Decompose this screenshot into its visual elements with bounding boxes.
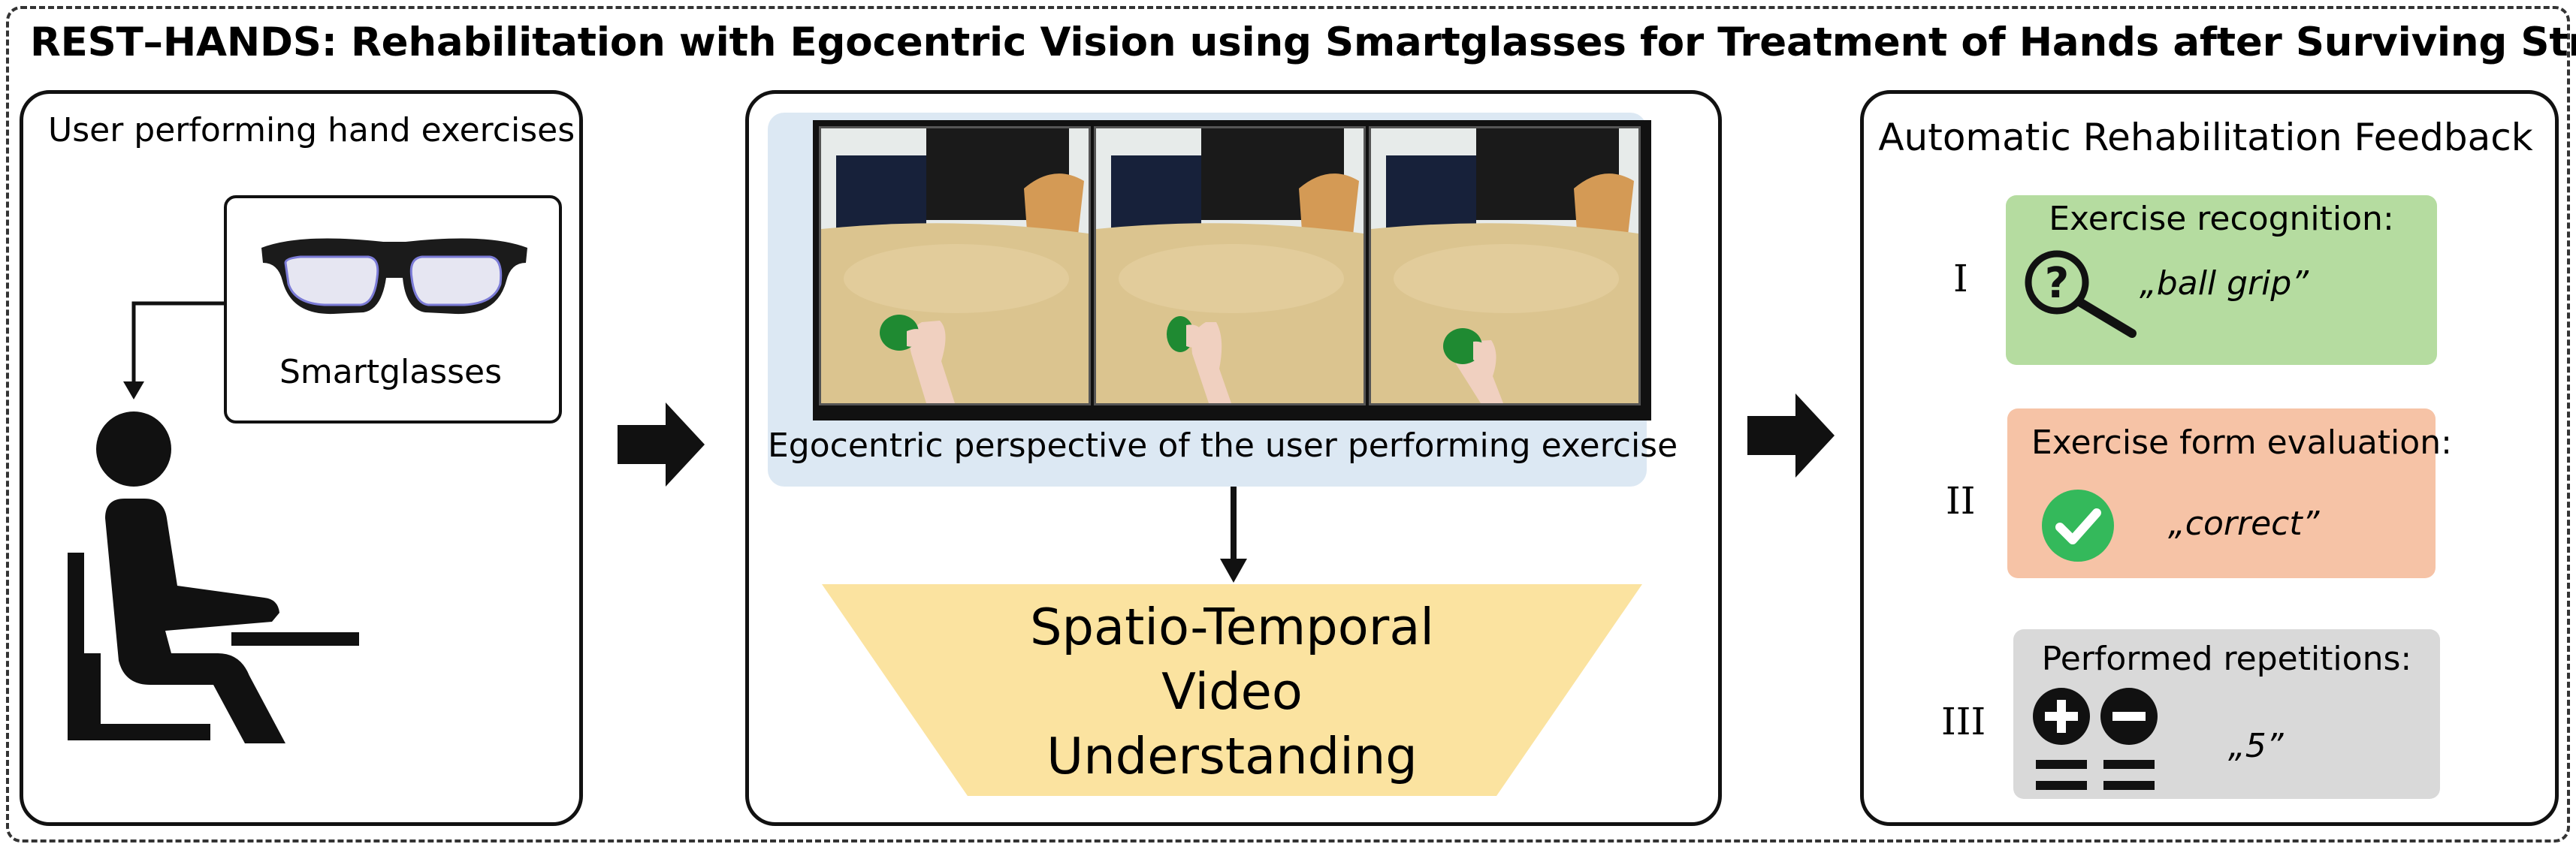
repetitions-title: Performed repetitions:: [2041, 640, 2412, 678]
smartglasses-label: Smartglasses: [279, 353, 503, 391]
video-frame-1: [819, 126, 1091, 405]
model-label-line-2: Video: [1161, 662, 1303, 721]
form-evaluation-title: Exercise form evaluation:: [2031, 424, 2452, 462]
recognition-title: Exercise recognition:: [2049, 200, 2394, 238]
recognition-value: „ball grip”: [2140, 264, 2309, 303]
model-label-line-3: Understanding: [1046, 727, 1418, 785]
svg-text:?: ?: [2045, 259, 2069, 308]
outer-frame: [6, 6, 2570, 842]
flow-arrow-2: [1747, 393, 1835, 478]
smartglasses-icon: [261, 238, 527, 315]
egocentric-caption: Egocentric perspective of the user perfo…: [768, 427, 1678, 465]
down-arrow: [1220, 487, 1247, 583]
repetitions-value: „5”: [2228, 727, 2284, 765]
video-frame-3: [1369, 126, 1641, 405]
numeral-3: III: [1941, 700, 1986, 743]
seated-user-icon: [68, 411, 359, 743]
user-panel-heading: User performing hand exercises: [48, 111, 575, 149]
numeral-2: II: [1946, 479, 1976, 523]
feedback-panel-heading: Automatic Rehabilitation Feedback: [1878, 116, 2533, 159]
check-circle-icon: [2042, 490, 2114, 562]
smartglasses-box: [224, 195, 562, 424]
glasses-to-user-connector: [123, 301, 227, 399]
model-label-line-1: Spatio-Temporal: [1029, 598, 1435, 656]
video-frame-2: [1094, 126, 1366, 405]
magnifier-question-icon: ?: [2025, 250, 2137, 338]
recognition-card: [2006, 195, 2437, 365]
plus-minus-counter-icon: [2033, 688, 2158, 790]
form-evaluation-value: „correct”: [2168, 505, 2320, 543]
model-label: Spatio-Temporal Video Understanding: [977, 595, 1487, 788]
flow-arrow-1: [618, 402, 705, 487]
model-trapezoid: [822, 584, 1642, 796]
figure-title: REST–HANDS: Rehabilitation with Egocentr…: [30, 20, 2576, 65]
numeral-1: I: [1953, 257, 1968, 300]
